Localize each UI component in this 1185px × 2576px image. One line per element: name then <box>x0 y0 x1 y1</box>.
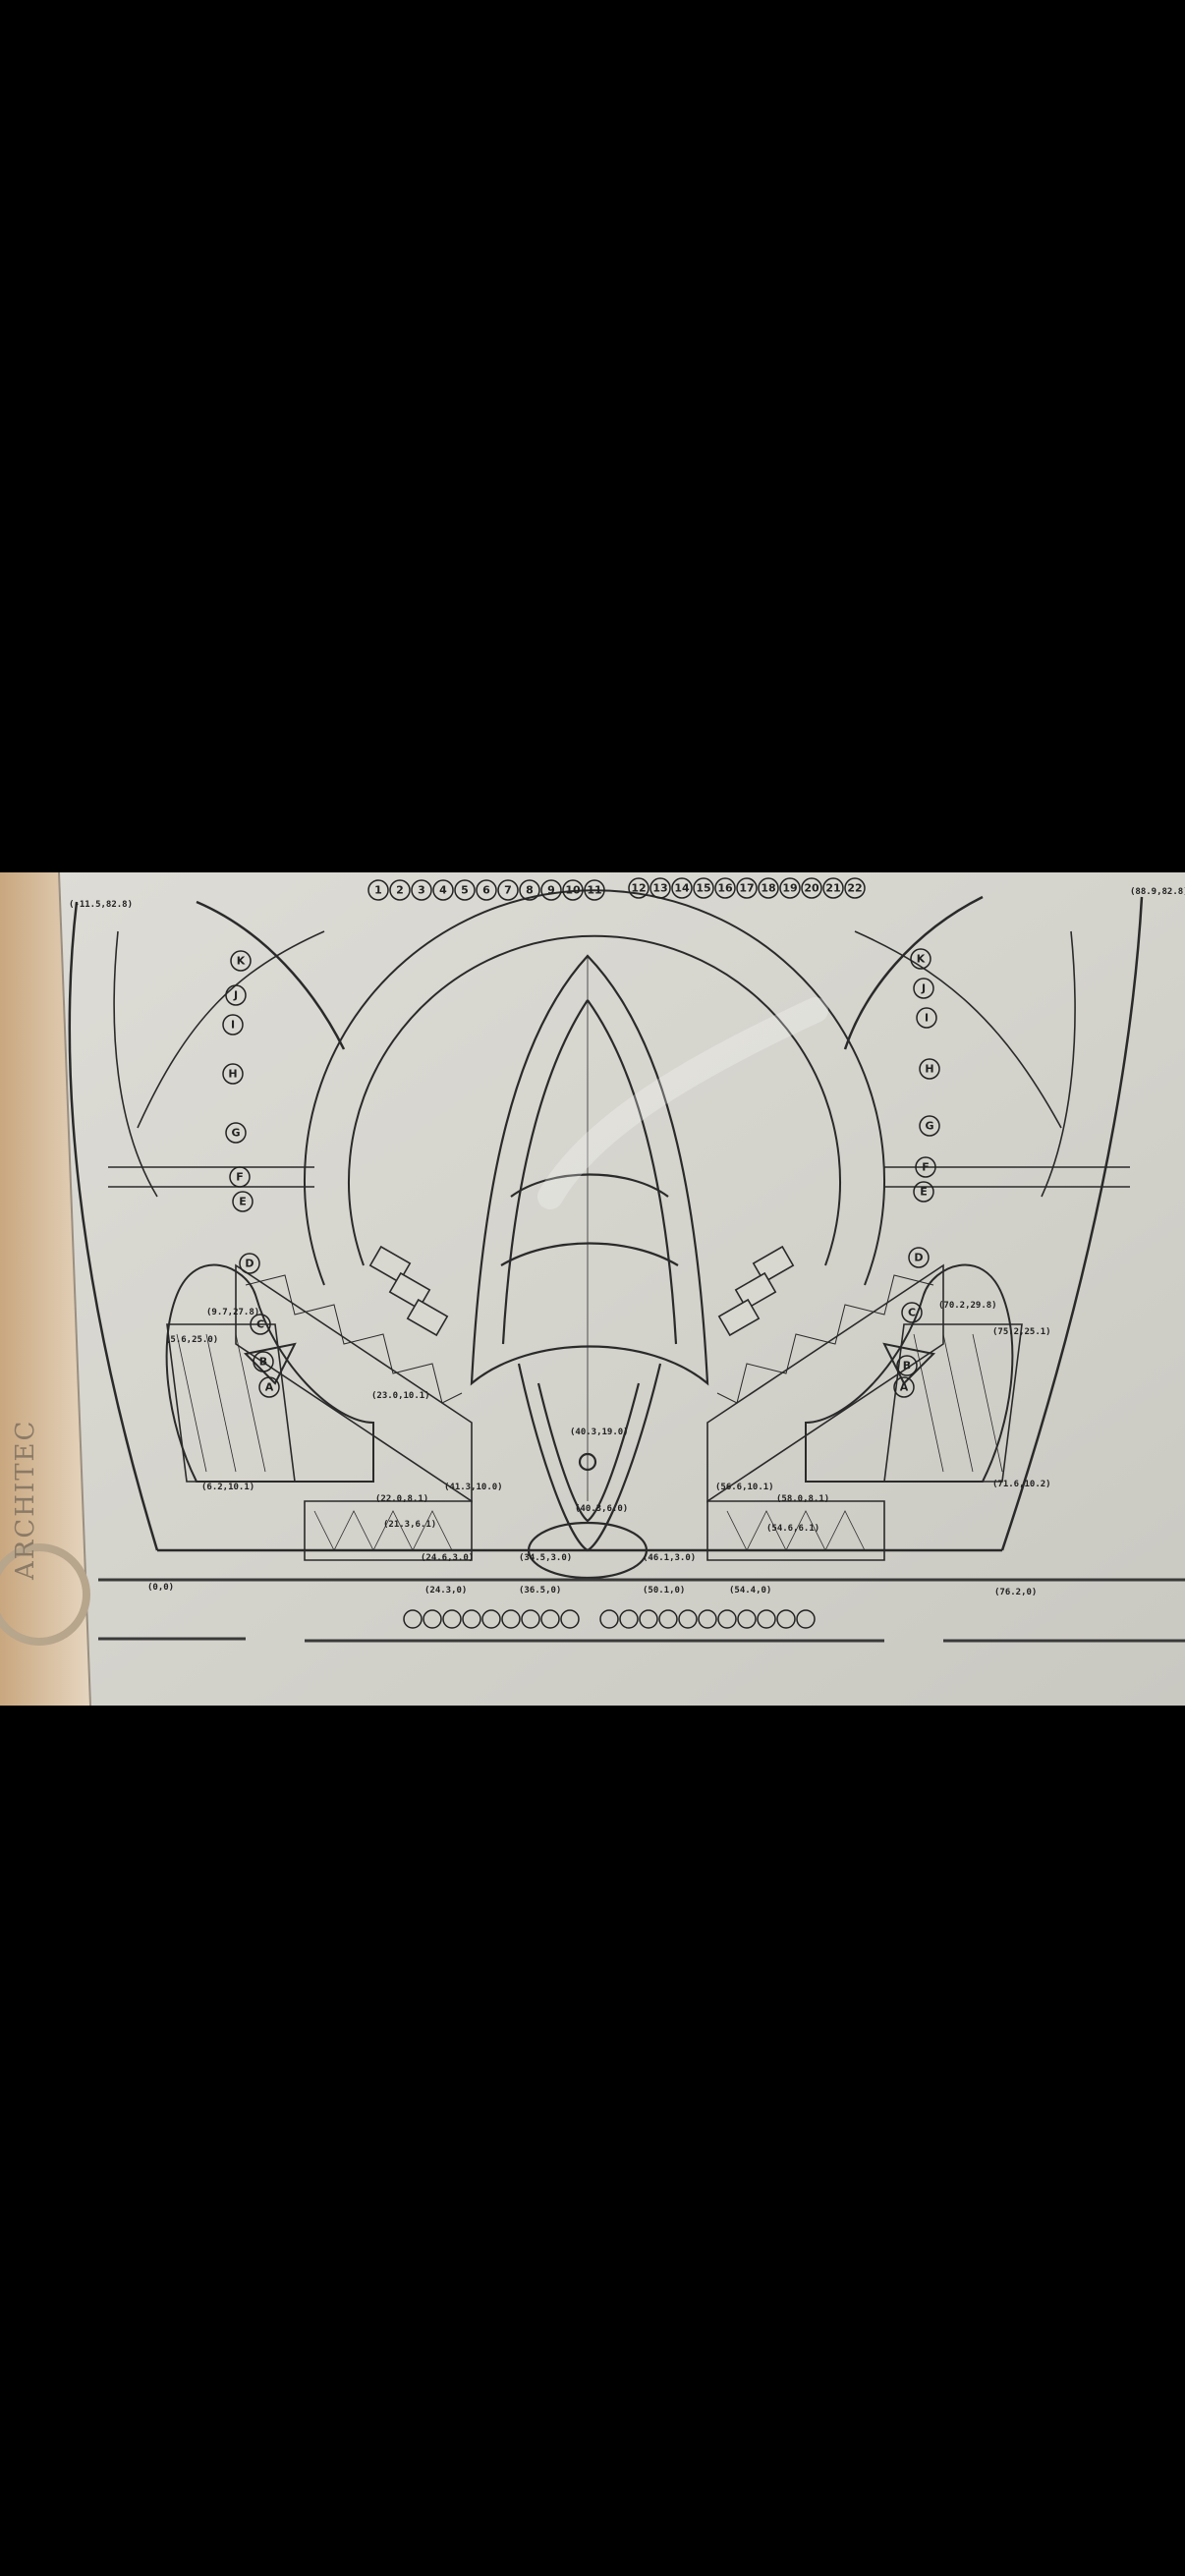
coord-top-left: (-11.5,82.8) <box>69 900 133 910</box>
svg-text:4: 4 <box>439 884 447 897</box>
svg-text:21: 21 <box>825 882 840 895</box>
svg-text:(24.6,3.0): (24.6,3.0) <box>421 1553 474 1563</box>
svg-text:9: 9 <box>547 884 555 897</box>
svg-text:(23.0,10.1): (23.0,10.1) <box>371 1391 430 1401</box>
coordinate-labels: (-11.5,82.8) (88.9,82.8) (9.7,27.8) (5.6… <box>69 887 1185 1597</box>
svg-text:F: F <box>236 1171 244 1184</box>
bottom-grid-bubbles <box>403 1609 816 1629</box>
coord-top-right: (88.9,82.8) <box>1130 887 1185 897</box>
svg-text:(75.2,25.1): (75.2,25.1) <box>992 1327 1051 1337</box>
svg-text:(76.2,0): (76.2,0) <box>994 1588 1037 1597</box>
svg-text:I: I <box>231 1019 235 1032</box>
circle-blocks <box>368 1245 795 1337</box>
svg-text:K: K <box>237 955 246 968</box>
svg-text:(56.6,10.1): (56.6,10.1) <box>715 1483 774 1492</box>
svg-text:A: A <box>265 1381 274 1394</box>
svg-text:B: B <box>903 1360 911 1372</box>
svg-text:19: 19 <box>782 882 797 895</box>
svg-text:3: 3 <box>418 884 425 897</box>
svg-text:(22.0,8.1): (22.0,8.1) <box>375 1494 428 1504</box>
svg-text:D: D <box>914 1252 923 1264</box>
svg-text:(40.3,6.0): (40.3,6.0) <box>575 1504 628 1514</box>
svg-text:17: 17 <box>739 882 754 895</box>
svg-text:12: 12 <box>631 882 646 895</box>
watermark-stroke <box>537 997 828 1209</box>
svg-text:C: C <box>256 1318 264 1331</box>
svg-text:(50.1,0): (50.1,0) <box>643 1586 685 1596</box>
svg-text:(70.2,29.8): (70.2,29.8) <box>938 1301 997 1311</box>
svg-text:(9.7,27.8): (9.7,27.8) <box>206 1308 259 1317</box>
top-grid-bubbles-left: 1 2 3 4 5 6 7 8 9 10 11 <box>367 879 605 901</box>
svg-text:(21.3,6.1): (21.3,6.1) <box>383 1520 436 1530</box>
svg-text:18: 18 <box>761 882 775 895</box>
svg-text:C: C <box>908 1307 916 1319</box>
svg-text:(0,0): (0,0) <box>147 1583 174 1593</box>
svg-text:(54.6,6.1): (54.6,6.1) <box>766 1524 819 1534</box>
central-leaf <box>470 954 709 1580</box>
outer-walls <box>68 895 1144 1552</box>
svg-text:(41.3,10.0): (41.3,10.0) <box>444 1483 503 1492</box>
left-grid-bubbles: K J I H G F E D C B A <box>222 950 280 1398</box>
top-grid-bubbles-right: 12 13 14 15 16 17 18 19 20 21 22 <box>628 877 866 899</box>
truss-wings <box>166 1263 1023 1561</box>
right-grid-bubbles: K J I H G F E D C B A <box>893 948 940 1398</box>
svg-text:8: 8 <box>526 884 534 897</box>
svg-text:(5.6,25.0): (5.6,25.0) <box>165 1335 218 1345</box>
svg-text:E: E <box>920 1186 928 1199</box>
svg-text:K: K <box>917 953 926 966</box>
svg-text:5: 5 <box>461 884 469 897</box>
svg-text:F: F <box>922 1161 930 1174</box>
lobed-pods <box>165 1263 1014 1483</box>
svg-text:10: 10 <box>565 884 581 897</box>
svg-text:16: 16 <box>717 882 733 895</box>
svg-text:(24.3,0): (24.3,0) <box>424 1586 467 1596</box>
svg-text:20: 20 <box>804 882 819 895</box>
svg-text:1: 1 <box>374 884 382 897</box>
svg-text:(54.4,0): (54.4,0) <box>729 1586 771 1596</box>
svg-text:22: 22 <box>847 882 862 895</box>
board-edge <box>0 872 90 1706</box>
svg-text:(34.5,3.0): (34.5,3.0) <box>519 1553 572 1563</box>
svg-text:6: 6 <box>482 884 490 897</box>
svg-text:J: J <box>921 982 926 995</box>
svg-text:H: H <box>228 1068 237 1081</box>
svg-text:E: E <box>239 1196 247 1208</box>
svg-text:B: B <box>259 1356 267 1369</box>
main-hall <box>304 889 885 1286</box>
svg-text:7: 7 <box>504 884 512 897</box>
road <box>98 1578 1185 1643</box>
svg-text:11: 11 <box>587 884 601 897</box>
svg-text:(46.1,3.0): (46.1,3.0) <box>643 1553 696 1563</box>
svg-text:H: H <box>925 1063 933 1076</box>
svg-text:14: 14 <box>674 882 690 895</box>
svg-text:(40.3,19.0): (40.3,19.0) <box>570 1428 629 1437</box>
svg-text:(6.2,10.1): (6.2,10.1) <box>201 1483 254 1492</box>
paper-sheet <box>0 872 1185 1706</box>
side-text: ARCHITEC <box>11 1420 40 1581</box>
blueprint-drawing: ARCHITEC <box>0 872 1185 1706</box>
svg-text:D: D <box>245 1258 254 1270</box>
svg-text:I: I <box>925 1012 929 1025</box>
svg-text:13: 13 <box>652 882 667 895</box>
svg-text:(36.5,0): (36.5,0) <box>519 1586 561 1596</box>
wing-arcs <box>108 930 1130 1198</box>
svg-text:G: G <box>925 1120 933 1133</box>
svg-text:A: A <box>900 1381 909 1394</box>
svg-text:G: G <box>231 1127 240 1140</box>
svg-text:2: 2 <box>396 884 404 897</box>
svg-text:J: J <box>233 989 238 1002</box>
svg-text:15: 15 <box>696 882 710 895</box>
svg-text:(58.0,8.1): (58.0,8.1) <box>776 1494 829 1504</box>
svg-text:(71.6,10.2): (71.6,10.2) <box>992 1480 1051 1489</box>
architect-logo: ARCHITEC <box>0 1420 90 1646</box>
blueprint-photo[interactable]: ARCHITEC <box>0 872 1185 1706</box>
